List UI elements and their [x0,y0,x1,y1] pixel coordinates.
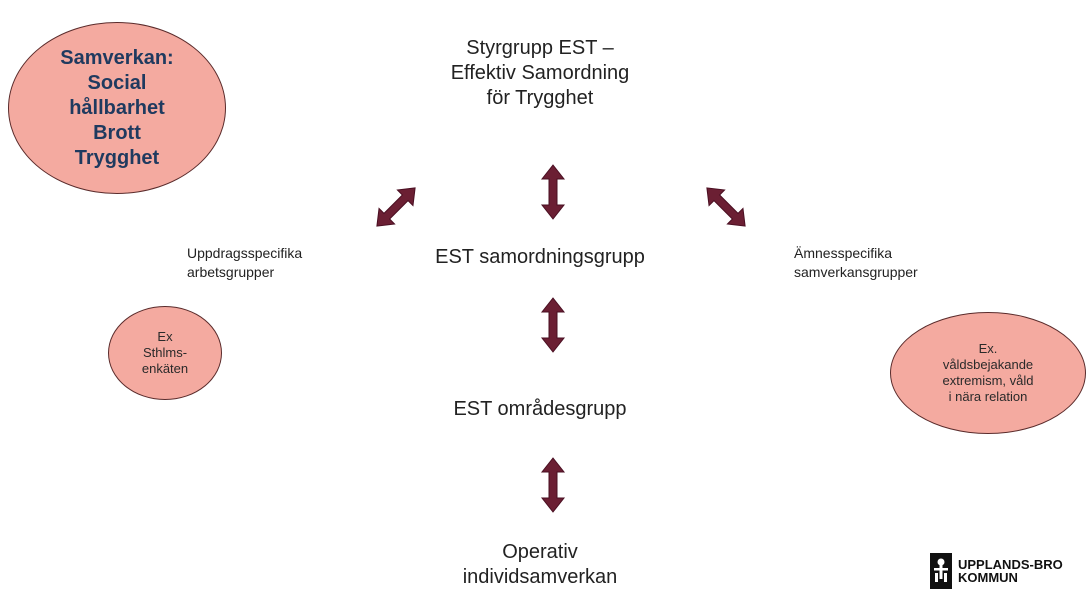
arrow-coordination-area [541,297,565,353]
arrow-steering-coordination [541,164,565,220]
label-line: Uppdragsspecifika [187,245,303,261]
bubble-line: enkäten [141,361,189,376]
area-group-label: EST områdesgrupp [453,398,627,420]
title-line: för Trygghet [486,87,594,109]
label-line: arbetsgrupper [187,264,275,280]
bubble-line: Sthlms- [142,345,188,360]
upplands-bro-logo: UPPLANDS-BRO KOMMUN [930,553,1063,589]
bubble-line: hållbarhet [69,96,165,119]
bubble-line: Ex [157,329,173,344]
arrow-right-diagonal [698,179,754,235]
arrow-left-diagonal [368,179,424,235]
example-bubble-left: Ex Sthlms- enkäten [108,306,222,400]
bubble-line: Ex. [978,341,998,356]
bubble-line: extremism, våld [942,373,1034,388]
label-line: samverkansgrupper [794,264,918,280]
logo-line: UPPLANDS-BRO [958,557,1063,572]
arrow-area-operative [541,457,565,513]
right-group-label: Ämnesspecifika samverkansgrupper [794,244,918,282]
left-group-label: Uppdragsspecifika arbetsgrupper [187,244,302,282]
logo-emblem-icon [930,553,952,589]
steering-group-title: Styrgrupp EST – Effektiv Samordning för … [380,36,700,111]
bubble-line: Trygghet [74,146,160,169]
operative-label: Operativ individsamverkan [380,540,700,590]
logo-line: KOMMUN [958,570,1018,585]
bubble-line: Samverkan: [60,46,174,69]
coordination-group-label: EST samordningsgrupp [435,246,645,268]
title-line: Styrgrupp EST – [466,37,614,59]
bubble-line: i nära relation [948,389,1028,404]
title-line: Effektiv Samordning [450,62,630,84]
operative-line: individsamverkan [462,566,618,588]
logo-text: UPPLANDS-BRO KOMMUN [958,558,1063,584]
samverkan-bubble: Samverkan: Social hållbarhet Brott Trygg… [8,22,226,194]
bubble-line: Brott [93,121,141,144]
example-bubble-right: Ex. våldsbejakande extremism, våld i när… [890,312,1086,434]
operative-line: Operativ [502,541,578,563]
bubble-line: Social [87,71,147,94]
bubble-line: våldsbejakande [942,357,1034,372]
label-line: Ämnesspecifika [794,245,893,261]
